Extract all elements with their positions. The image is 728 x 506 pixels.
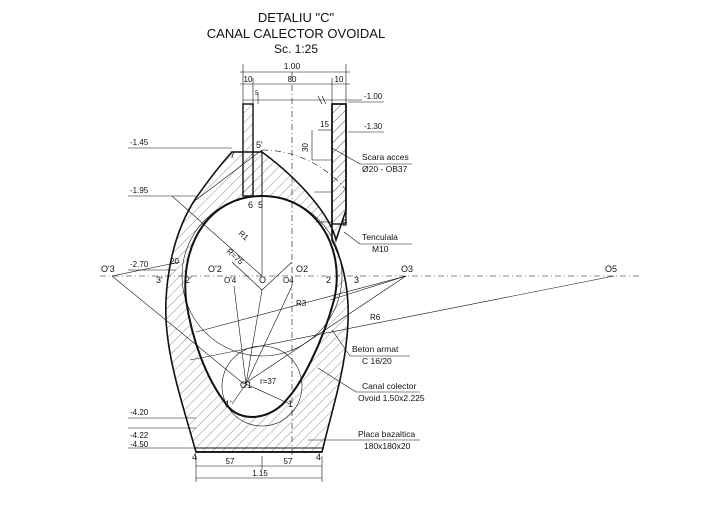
radius-R6: R6 [370, 313, 381, 322]
dim-step-vertical: 30 [301, 143, 310, 152]
center-O4-prime: O'4 [224, 276, 237, 285]
dim-bottom-left: 57 [226, 457, 235, 466]
point-3-prime: 3' [156, 275, 163, 285]
title-line-2: CANAL CALECTOR OVOIDAL [207, 26, 385, 41]
level-minus-1-30: -1.30 [364, 122, 383, 131]
callout-plaster-1: Tencuiala [362, 232, 398, 242]
point-1: 1 [288, 399, 293, 409]
level-minus-1-95: -1.95 [130, 186, 149, 195]
point-4-left: 4 [192, 452, 197, 462]
point-5: 5 [258, 200, 263, 210]
dim-bottom-total: 1.15 [252, 469, 268, 478]
callout-ladder-1: Scara acces [362, 152, 409, 162]
callout-concrete-1: Beton armat [352, 344, 399, 354]
dim-top-left-wall: 10 [244, 75, 253, 84]
level-minus-1-00: -1.00 [364, 92, 383, 101]
callout-plaster-2: M10 [372, 244, 389, 254]
basalt-plate [194, 447, 324, 453]
center-O: O [259, 275, 266, 285]
center-O1: O1 [240, 380, 252, 390]
dim-step-horizontal: 15 [320, 120, 329, 129]
level-markers [128, 101, 384, 449]
point-2-prime: 2' [185, 275, 192, 285]
point-6: 6 [248, 200, 253, 210]
access-shaft [242, 103, 347, 225]
bottom-dimensions [195, 456, 323, 482]
point-5-prime: 5' [256, 140, 263, 150]
center-O3: O3 [401, 264, 413, 274]
point-4-right: 4 [316, 452, 321, 462]
radius-R3: R3 [296, 299, 307, 308]
construction-lines [100, 72, 640, 460]
dim-top-small: 5 [255, 91, 259, 97]
center-O3-prime: O'3 [101, 264, 115, 274]
center-O5: O5 [605, 264, 617, 274]
dim-20: 20 [170, 257, 179, 266]
point-8: 8 [342, 218, 347, 228]
callout-plate-2: 180x180x20 [364, 441, 411, 451]
center-O4: O4 [283, 276, 294, 285]
point-2: 2 [326, 275, 331, 285]
dim-top-inner: 80 [288, 75, 297, 84]
level-minus-4-50: -4.50 [130, 440, 149, 449]
level-minus-4-22: -4.22 [130, 431, 149, 440]
callout-concrete-2: C 16/20 [362, 356, 392, 366]
level-minus-4-20: -4.20 [130, 408, 149, 417]
dim-bottom-right: 57 [284, 457, 293, 466]
point-1-prime: 1' [225, 399, 232, 409]
concrete-body [165, 103, 349, 453]
ladder-steps [311, 129, 332, 223]
ovoid-inner-profile [184, 194, 338, 418]
callout-canal-2: Ovoid 1.50x2.225 [358, 393, 425, 403]
callout-canal-1: Canal colector [362, 381, 417, 391]
callout-plate-1: Placa bazaltica [358, 429, 415, 439]
level-minus-1-45: -1.45 [130, 138, 149, 147]
point-7: 7 [230, 150, 235, 160]
radius-small: r=37 [260, 377, 277, 386]
title-line-1: DETALIU "C" [258, 10, 335, 25]
title-line-3: Sc. 1:25 [274, 42, 318, 56]
dim-top-right-wall: 10 [335, 75, 344, 84]
center-O2-prime: O'2 [208, 264, 222, 274]
dim-top-total: 1.00 [284, 61, 301, 71]
top-dimensions [240, 64, 362, 105]
center-O2: O2 [296, 264, 308, 274]
callout-ladder-2: Ø20 - OB37 [362, 164, 408, 174]
callout-leaders [308, 147, 420, 441]
level-minus-2-70: -2.70 [130, 260, 149, 269]
point-3: 3 [354, 275, 359, 285]
